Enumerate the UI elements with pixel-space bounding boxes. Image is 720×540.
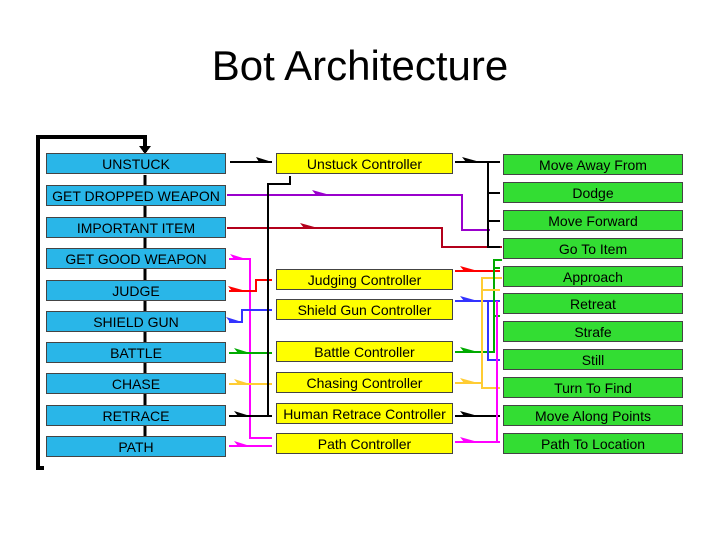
state-retrace: RETRACE	[46, 405, 226, 426]
state-shield-gun: SHIELD GUN	[46, 311, 226, 332]
action-dodge: Dodge	[503, 182, 683, 203]
link-important-item-arrowhead	[300, 223, 318, 228]
state-path: PATH	[46, 436, 226, 457]
action-retreat: Retreat	[503, 293, 683, 314]
action-move-forward: Move Forward	[503, 210, 683, 231]
action-move-along-points: Move Along Points	[503, 405, 683, 426]
yellow-action-bus	[481, 289, 500, 389]
link-retrace-arrowhead	[234, 411, 250, 416]
link-judge-arrowhead	[228, 286, 246, 291]
state-judge: JUDGE	[46, 280, 226, 301]
battle-out-arrowhead	[460, 347, 478, 352]
action-still: Still	[503, 349, 683, 370]
controller-bus-line	[267, 176, 291, 416]
controller-chasing: Chasing Controller	[276, 372, 453, 393]
page-title: Bot Architecture	[211, 42, 509, 89]
action-go-to-item: Go To Item	[503, 238, 683, 259]
loop-arrowhead	[139, 146, 151, 154]
action-turn-to-find: Turn To Find	[503, 377, 683, 398]
controller-judging: Judging Controller	[276, 269, 453, 290]
action-path-to-location: Path To Location	[503, 433, 683, 454]
link-get-dropped-weapon	[227, 194, 490, 231]
judging-out-arrowhead	[460, 266, 478, 271]
link-get-good-weapon-arrowhead	[230, 254, 246, 259]
shield-out-arrowhead	[460, 296, 478, 301]
controller-path: Path Controller	[276, 433, 453, 454]
controller-shield-gun: Shield Gun Controller	[276, 299, 453, 320]
path-out-arrowhead	[460, 437, 478, 442]
chasing-out-arrowhead	[460, 378, 478, 383]
controller-human-retrace: Human Retrace Controller	[276, 403, 453, 424]
state-battle: BATTLE	[46, 342, 226, 363]
controller-battle: Battle Controller	[276, 341, 453, 362]
action-bus-black	[487, 162, 500, 248]
action-move-away-from: Move Away From	[503, 154, 683, 175]
action-strafe: Strafe	[503, 321, 683, 342]
link-path-arrowhead	[234, 441, 250, 446]
link-unstuck-arrowhead	[256, 157, 272, 162]
state-unstuck: UNSTUCK	[46, 153, 226, 174]
state-get-dropped-weapon: GET DROPPED WEAPON	[46, 185, 226, 206]
state-important-item: IMPORTANT ITEM	[46, 217, 226, 238]
state-chase: CHASE	[46, 373, 226, 394]
link-battle-arrowhead	[234, 348, 250, 353]
state-get-good-weapon: GET GOOD WEAPON	[46, 248, 226, 269]
link-important-item	[227, 227, 502, 248]
link-get-dropped-weapon-arrowhead	[312, 190, 330, 195]
unstuck-controller-out-arrowhead	[462, 157, 480, 162]
link-chase-arrowhead	[234, 379, 250, 384]
controller-unstuck: Unstuck Controller	[276, 153, 453, 174]
action-approach: Approach	[503, 266, 683, 287]
link-shield-gun-arrowhead	[226, 317, 242, 322]
loop-line	[36, 135, 147, 470]
retrace-out-arrowhead	[460, 411, 478, 416]
